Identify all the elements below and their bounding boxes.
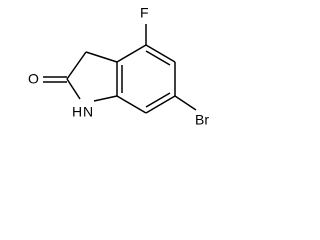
- bond-c4-c5-inner: [145, 50, 171, 66]
- bond-c3a-c3: [85, 51, 118, 63]
- nitrogen-atom-label: N: [83, 104, 93, 120]
- hydrogen-atom-label: H: [72, 104, 82, 120]
- bond-c6-c7-inner: [145, 92, 171, 108]
- bond-c6-br: [174, 95, 197, 111]
- bond-c2-n1: [66, 78, 81, 100]
- bond-c4-c5: [145, 44, 176, 63]
- bond-c7-c7a: [116, 95, 147, 114]
- bromine-atom-label: Br: [195, 112, 209, 128]
- bond-c3-c2: [66, 51, 87, 80]
- oxygen-atom-label: O: [28, 71, 39, 87]
- bond-c6-c7: [145, 95, 176, 114]
- bond-c3a-c4: [116, 44, 147, 63]
- fluorine-atom-label: F: [140, 5, 149, 21]
- molecule-structure-diagram: F Br O H N: [28, 5, 209, 128]
- bond-n1-c7a: [93, 95, 118, 102]
